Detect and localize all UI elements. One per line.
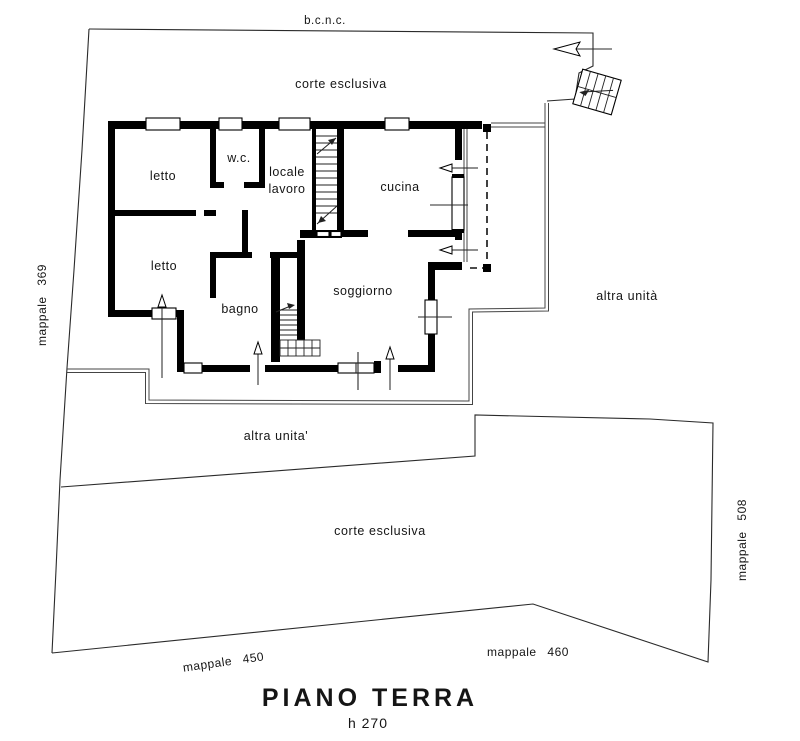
wall-segment (204, 210, 216, 216)
wall-segment (210, 129, 216, 185)
wall-segment (108, 310, 156, 317)
parcel-label-right: mappale 508 (735, 499, 749, 581)
stairs-arrowhead (318, 216, 326, 223)
wall-segment (337, 129, 344, 237)
external-stairs-arrowhead (579, 89, 590, 96)
dashed-limit (463, 122, 545, 272)
staircase-up (316, 135, 338, 225)
stairs-arrowhead (287, 303, 295, 309)
wall-segment (242, 210, 248, 258)
parcel-label-bottom-right: mappale 460 (487, 645, 569, 659)
property-boundary (51, 28, 714, 663)
dashed-limit-end-square (483, 124, 491, 132)
entry-arrowhead (438, 245, 453, 255)
dashed-limit-end-square (483, 264, 491, 272)
wall-segment (398, 365, 435, 372)
entry-arrowhead (253, 340, 263, 355)
wall-segment (408, 230, 462, 237)
wall-segment (108, 210, 196, 216)
wall-segment (265, 365, 338, 372)
room-label-bathroom: bagno (221, 302, 258, 316)
page-subtitle: h 270 (348, 715, 388, 731)
wall-segment (210, 258, 216, 298)
wall-segment (259, 129, 265, 188)
parcel-label-bottom-left: mappale 450 (182, 649, 265, 674)
window (278, 117, 311, 131)
entry-arrowhead (157, 293, 167, 308)
wall-segment (428, 262, 462, 270)
window (451, 176, 465, 231)
terrace-edge-outer (67, 103, 546, 402)
room-label-wc: w.c. (226, 151, 251, 165)
external-stairs (572, 68, 622, 116)
north-arrow-head (552, 41, 582, 57)
room-label-workroom-1: locale (269, 165, 305, 179)
wall-segment (297, 240, 305, 340)
terrace-edge (67, 103, 549, 406)
window (218, 117, 243, 131)
room-label-kitchen: cucina (380, 180, 419, 194)
room-label-bedroom2: letto (151, 259, 177, 273)
window (151, 307, 177, 320)
entrance-arrows (157, 163, 478, 390)
wall-segment (108, 121, 115, 317)
window-cap (452, 229, 464, 233)
wall-segment (342, 230, 368, 237)
bcnc-label: b.c.n.c. (304, 15, 346, 27)
boundary-top-right (88, 28, 594, 102)
other-unit-bottom-label: altra unita' (244, 429, 308, 443)
landing-opening (330, 230, 342, 238)
wall-segment (462, 121, 482, 129)
wall-segment (455, 129, 462, 160)
north-arrow-icon (552, 41, 612, 57)
wall-segment (270, 252, 304, 258)
wall-segment (271, 258, 280, 362)
room-label-bedroom1: letto (150, 169, 176, 183)
parcel-label-left: mappale 369 (35, 264, 49, 346)
boundary-left (51, 28, 90, 654)
stairs-arrowhead (328, 138, 336, 145)
window (145, 117, 181, 131)
courtyard-bottom-label: corte esclusiva (334, 524, 426, 538)
courtyard-top-label: corte esclusiva (295, 77, 387, 91)
staircase-down (275, 303, 321, 357)
entry-arrowhead (438, 163, 453, 173)
room-label-workroom-2: lavoro (268, 182, 305, 196)
wall-segment (244, 182, 265, 188)
wall-segment (374, 361, 381, 373)
entry-arrowhead (385, 345, 395, 360)
wall-segment (428, 334, 435, 372)
landing-opening (316, 230, 330, 238)
wall-segment (210, 182, 224, 188)
wall-segment (210, 252, 252, 258)
page-title: PIANO TERRA (262, 684, 478, 712)
terrace-edge-inner (67, 103, 549, 406)
wall-segment (312, 129, 316, 232)
building-walls (108, 121, 482, 373)
window (384, 117, 410, 131)
wall-segment (202, 365, 250, 372)
windows (145, 117, 468, 390)
door-opening (183, 362, 203, 374)
room-label-living: soggiorno (333, 284, 392, 298)
wall-segment (177, 310, 184, 372)
other-unit-right-label: altra unità (596, 289, 658, 303)
wall-segment (428, 265, 435, 300)
boundary-bottom (51, 414, 714, 663)
window-cap (452, 174, 464, 178)
